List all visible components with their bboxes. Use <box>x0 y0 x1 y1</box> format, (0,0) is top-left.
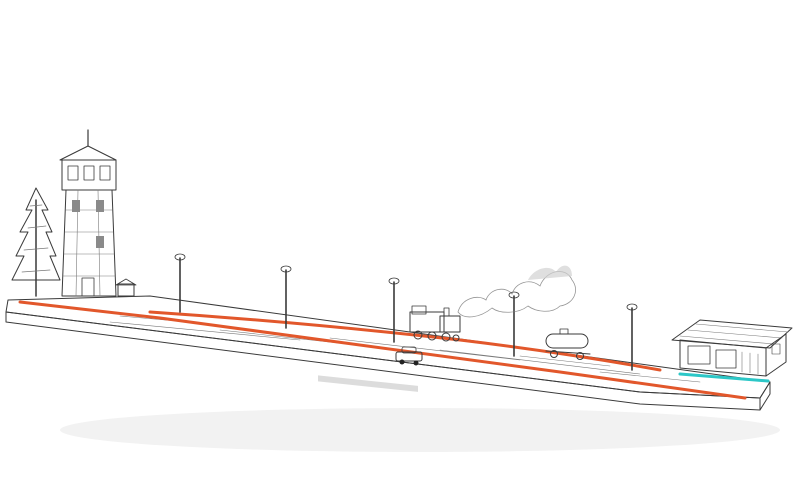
pine-tree <box>12 188 60 296</box>
lamp-post <box>281 266 291 328</box>
pump-house <box>116 279 136 296</box>
lamp-post <box>627 304 637 370</box>
lamp-post <box>175 254 185 312</box>
paper-shadow <box>60 408 780 452</box>
smoke-plume <box>458 266 576 317</box>
water-tower <box>60 130 116 296</box>
station-building <box>672 320 792 376</box>
